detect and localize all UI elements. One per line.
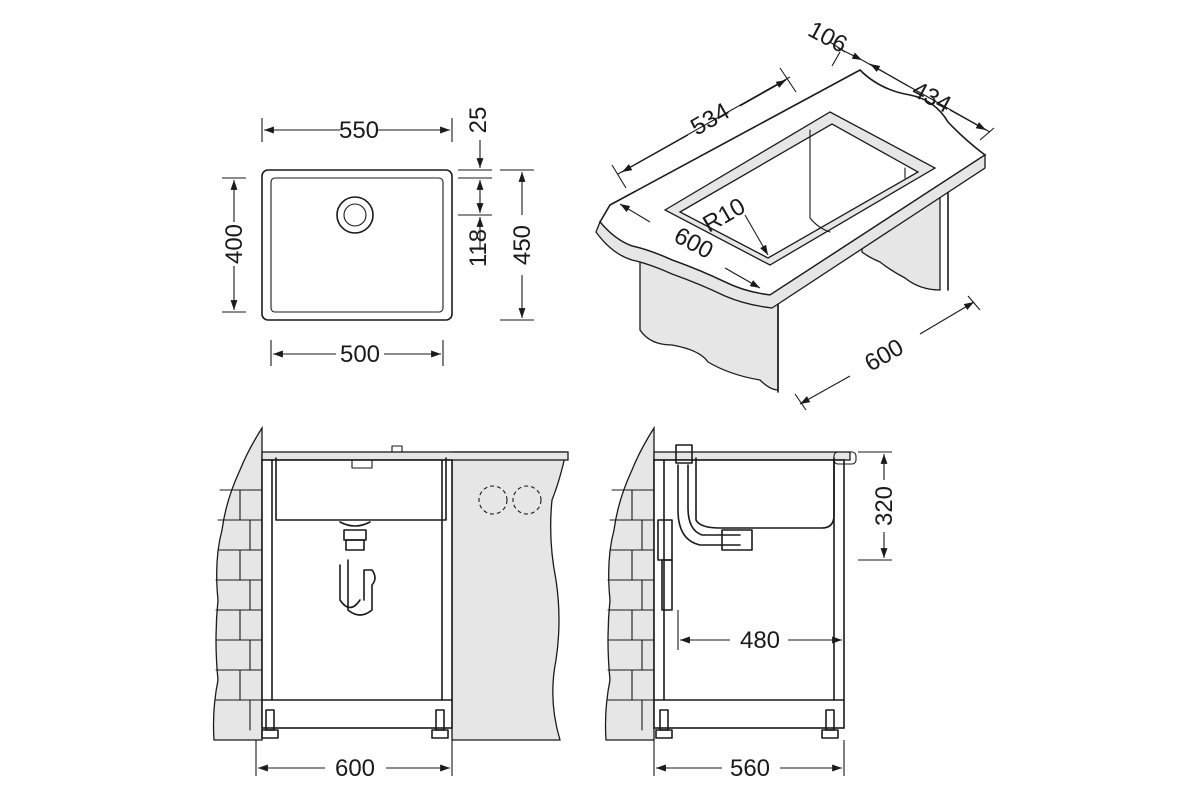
side-plumbing xyxy=(657,444,753,611)
dim-label-106: 106 xyxy=(804,16,852,59)
dim-600-cabinet: 600 xyxy=(255,740,453,782)
dim-550: 550 xyxy=(261,117,453,144)
adjacent-cabinet xyxy=(451,451,567,741)
dim-label-500: 500 xyxy=(340,341,380,368)
dim-label-320: 320 xyxy=(871,486,898,526)
side-legs xyxy=(655,709,839,739)
dim-label-534: 534 xyxy=(686,98,734,141)
side-brick-wall xyxy=(604,425,655,741)
brick-lines xyxy=(215,489,263,731)
dim-label-118: 118 xyxy=(465,229,492,267)
sink-outer-rim xyxy=(261,169,453,321)
dim-label-25: 25 xyxy=(465,107,492,134)
dim-400: 400 xyxy=(221,177,248,313)
side-countertop xyxy=(653,451,851,461)
dim-label-450: 450 xyxy=(509,225,536,265)
dim-500: 500 xyxy=(270,340,444,368)
dim-600-depth: 600 xyxy=(794,295,981,411)
countertop-edge xyxy=(595,153,986,309)
front-view: 600 xyxy=(212,425,569,782)
dim-560: 560 xyxy=(653,740,845,782)
isometric-view: R10 534 106 434 600 xyxy=(595,16,995,411)
side-cabinet xyxy=(653,459,845,729)
dim-label-560: 560 xyxy=(730,755,770,782)
dim-label-400: 400 xyxy=(221,224,248,264)
drain-outer xyxy=(336,196,374,234)
front-sink-bowl xyxy=(275,457,447,521)
side-view: 320 480 560 xyxy=(604,425,898,782)
front-siphon xyxy=(339,521,376,616)
dim-320: 320 xyxy=(858,451,898,561)
dim-label-480: 480 xyxy=(740,627,780,654)
sink-inner-bowl xyxy=(270,177,444,313)
side-sink-bowl xyxy=(695,457,835,529)
cabinet-right-panel xyxy=(861,183,941,291)
dim-480: 480 xyxy=(677,610,842,654)
drain-inner xyxy=(343,203,367,227)
dim-25-118: 25 118 xyxy=(458,107,492,267)
front-legs xyxy=(261,709,449,739)
dim-label-600-depth: 600 xyxy=(860,334,908,377)
brick-wall xyxy=(212,425,263,741)
dim-450: 450 xyxy=(500,169,536,321)
sink-inner-wall xyxy=(678,123,920,259)
dim-label-550: 550 xyxy=(339,117,379,144)
front-cabinet xyxy=(261,459,453,729)
front-countertop xyxy=(261,451,569,461)
top-view: 550 500 400 25 118 xyxy=(221,107,536,368)
dim-label-600-cabinet: 600 xyxy=(335,755,375,782)
side-brick-lines xyxy=(607,489,655,731)
cabinet-left-panel xyxy=(639,249,779,391)
